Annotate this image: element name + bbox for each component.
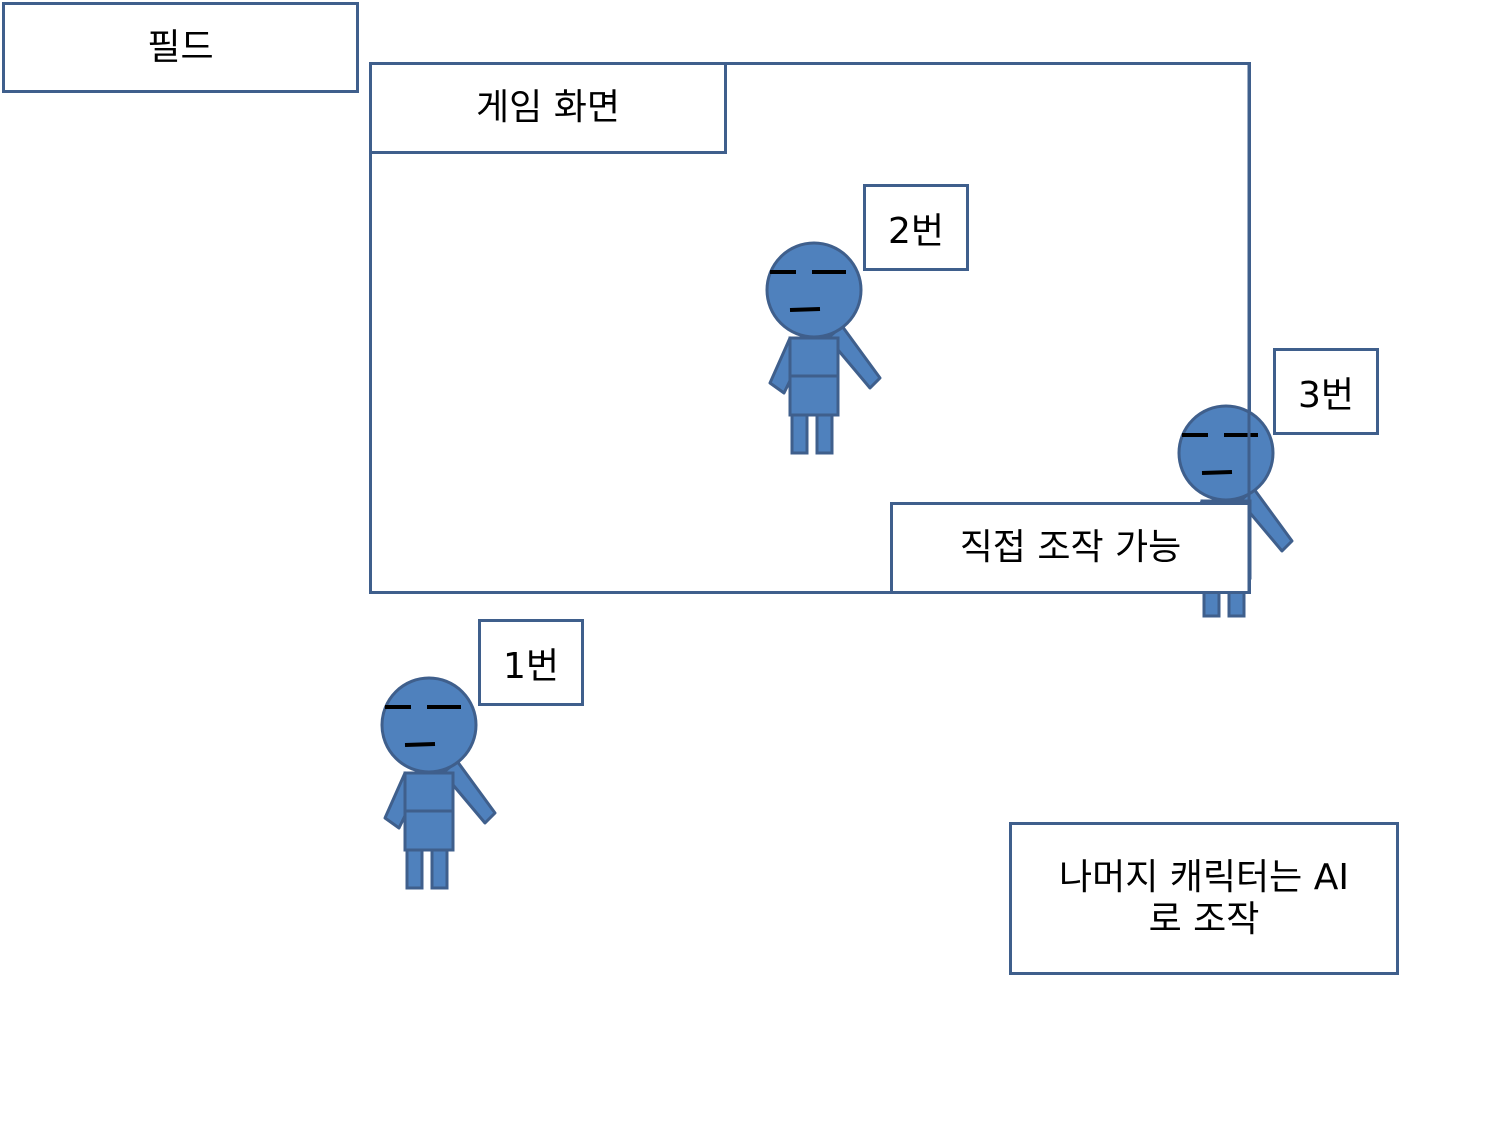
character-3-tag-label: 3번 xyxy=(1297,374,1355,416)
character-2-tag-label: 2번 xyxy=(887,210,945,252)
direct-control-box: 직접 조작 가능 xyxy=(890,502,1251,594)
game-screen-label: 게임 화면 xyxy=(476,87,620,129)
field-label-box: 필드 xyxy=(2,2,359,93)
ai-control-note-line1: 나머지 캐릭터는 AI xyxy=(1059,857,1349,899)
character-2-tag: 2번 xyxy=(863,184,969,271)
field-label: 필드 xyxy=(147,26,214,68)
ai-control-note: 나머지 캐릭터는 AI 로 조작 xyxy=(1009,822,1399,975)
character-2 xyxy=(765,241,882,455)
character-1-tag: 1번 xyxy=(478,619,584,706)
direct-control-label: 직접 조작 가능 xyxy=(959,527,1182,569)
ai-control-note-line2: 로 조작 xyxy=(1148,898,1260,940)
character-1 xyxy=(380,676,497,890)
character-3-tag: 3번 xyxy=(1273,348,1379,435)
game-screen-label-box: 게임 화면 xyxy=(369,62,727,154)
character-1-tag-label: 1번 xyxy=(502,645,560,687)
